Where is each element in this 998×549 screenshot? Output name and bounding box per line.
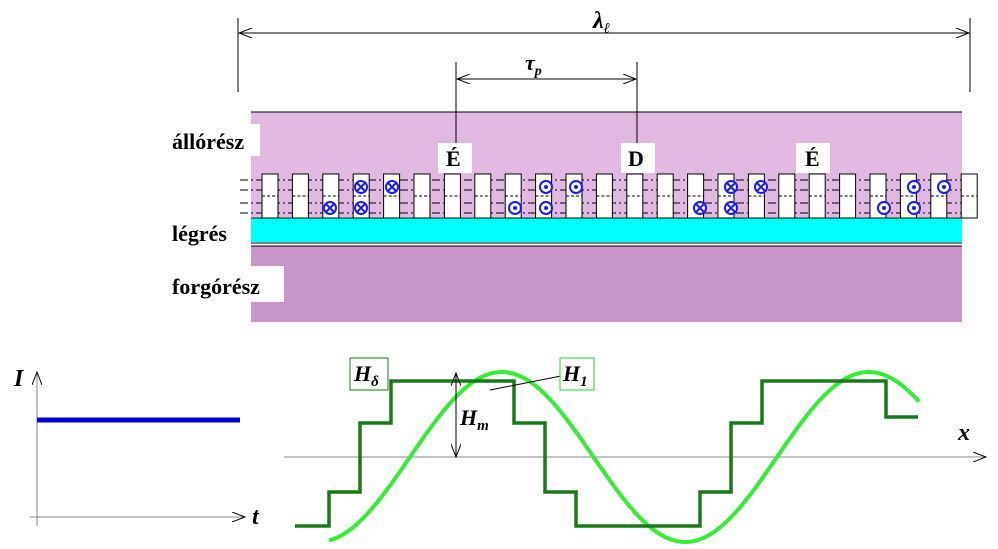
current-out-of-page-symbol	[569, 180, 583, 194]
h1-label-box	[559, 357, 595, 391]
current-into-page-symbol	[724, 180, 738, 194]
airgap-label: légrés	[172, 221, 227, 246]
pole-label-south: D	[628, 146, 644, 171]
stator-slot	[656, 173, 674, 219]
airgap-region	[251, 218, 962, 242]
stator-slot	[778, 173, 796, 219]
current-out-of-page-symbol	[937, 180, 951, 194]
stator-slot	[443, 173, 461, 219]
current-into-page-symbol	[323, 201, 337, 215]
current-out-of-page-symbol	[907, 180, 921, 194]
stator-slot	[808, 173, 826, 219]
current-into-page-symbol	[385, 180, 399, 194]
stator-slot	[413, 173, 431, 219]
stator-slot	[839, 173, 857, 219]
current-out-of-page-symbol	[539, 180, 553, 194]
pole-label-north-1: É	[446, 146, 461, 171]
current-axis-label: I	[13, 366, 25, 392]
position-axis-label: x	[957, 420, 970, 446]
pole-pitch-label: τp	[525, 50, 542, 79]
stator-slot	[595, 173, 613, 219]
hm-label: Hm	[459, 405, 489, 434]
current-out-of-page-symbol	[539, 201, 553, 215]
stator-label: állórész	[172, 129, 244, 154]
current-out-of-page-symbol	[907, 201, 921, 215]
stator-slot	[474, 173, 492, 219]
conductor-symbols	[323, 180, 951, 215]
current-into-page-symbol	[754, 180, 768, 194]
h-delta-label: Hδ	[353, 361, 379, 390]
current-into-page-symbol	[724, 201, 738, 215]
stator-slot	[960, 173, 978, 219]
current-into-page-symbol	[693, 201, 707, 215]
current-into-page-symbol	[354, 201, 368, 215]
h-delta-label-box	[349, 357, 389, 391]
current-out-of-page-symbol	[508, 201, 522, 215]
rotor-label: forgórész	[172, 274, 260, 299]
current-out-of-page-symbol	[877, 201, 891, 215]
time-axis-label: t	[252, 504, 260, 530]
stator-slot	[291, 173, 309, 219]
wavelength-label: λℓ	[592, 8, 610, 37]
rotor-region	[251, 246, 962, 322]
h1-label: H1	[562, 361, 588, 390]
stator-slot	[261, 173, 279, 219]
airgap-field-staircase	[295, 379, 918, 528]
current-into-page-symbol	[354, 180, 368, 194]
pole-label-north-2: É	[805, 146, 820, 171]
fundamental-wave-h1	[328, 370, 921, 544]
stator-slot	[626, 173, 644, 219]
